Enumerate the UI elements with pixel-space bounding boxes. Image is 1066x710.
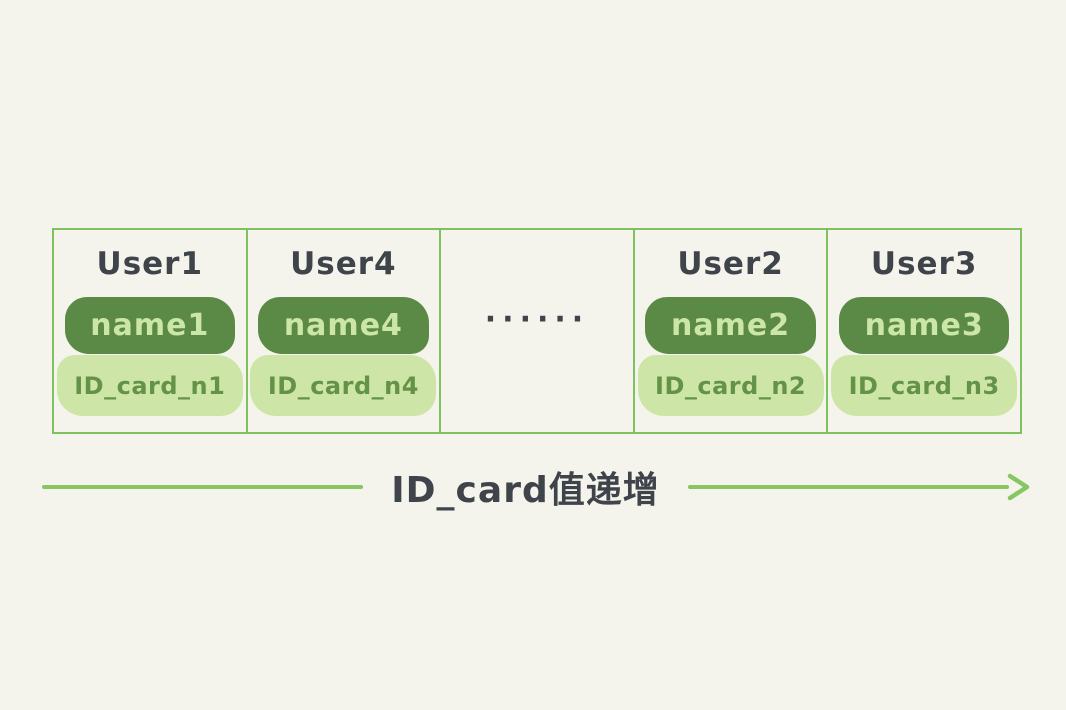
arrow-line-left (42, 485, 364, 489)
user-cell-user2: User2 name2 ID_card_n2 (632, 230, 827, 432)
id-card-pill: ID_card_n2 (637, 355, 824, 416)
id-card-pill: ID_card_n1 (56, 355, 243, 416)
user-cell-user4: User4 name4 ID_card_n4 (245, 230, 440, 432)
user-cell-user3: User3 name3 ID_card_n3 (826, 230, 1020, 432)
arrow-line-right (687, 485, 1009, 489)
arrow-label: ID_card值递增 (391, 470, 660, 511)
user-table: User1 name1 ID_card_n1 User4 name4 ID_ca… (52, 228, 1022, 434)
user-cell-user1: User1 name1 ID_card_n1 (54, 230, 246, 432)
name-pill: name2 (645, 297, 816, 354)
user-title: User2 (677, 246, 784, 282)
name-pill: name4 (258, 297, 429, 354)
user-title: User1 (96, 246, 204, 282)
name-pill: name3 (838, 297, 1010, 354)
ellipsis-dots: ······ (484, 301, 590, 337)
user-title: User3 (870, 246, 978, 282)
user-title: User4 (290, 246, 397, 282)
name-pill: name1 (64, 297, 236, 354)
id-card-pill: ID_card_n4 (250, 355, 437, 416)
arrow-head-icon (1007, 473, 1030, 501)
id-card-pill: ID_card_n3 (831, 355, 1018, 416)
id-card-increase-arrow: ID_card值递增 (42, 456, 1032, 518)
ellipsis-cell: ······ (439, 230, 633, 432)
